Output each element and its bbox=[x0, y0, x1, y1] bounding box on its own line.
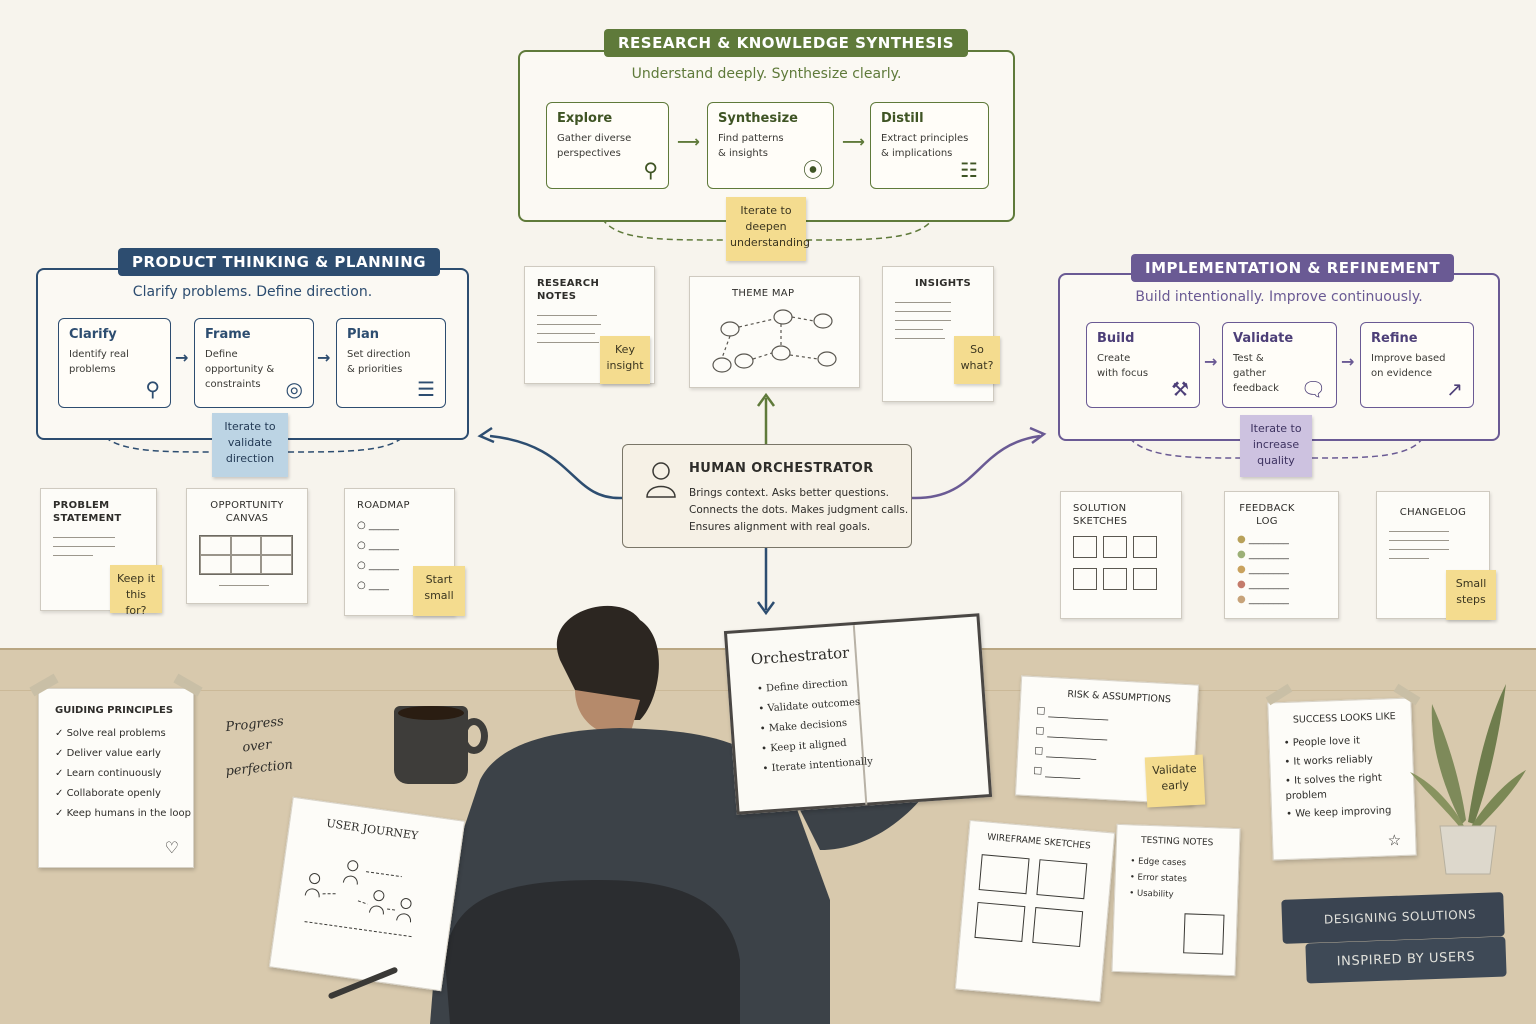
step-clarify: Clarify Identify real problems ⚲ bbox=[58, 318, 171, 408]
step-title: Validate bbox=[1233, 331, 1294, 346]
card-title: OPPORTUNITY CANVAS bbox=[210, 500, 284, 524]
card-title: FEEDBACK LOG bbox=[1239, 503, 1295, 527]
poster-title: GUIDING PRINCIPLES bbox=[55, 705, 174, 716]
card-title: RESEARCH NOTES bbox=[537, 278, 600, 302]
iterate-sticky-implementation: Iterate to increase quality bbox=[1240, 415, 1312, 477]
user-journey-sheet: USER JOURNEY bbox=[268, 796, 466, 992]
step-frame: Frame Define opportunity & constraints ◎ bbox=[194, 318, 314, 408]
step-desc: Test & gather feedback bbox=[1233, 353, 1279, 394]
step-desc: Gather diverse perspectives bbox=[557, 133, 632, 159]
opportunity-canvas-card: OPPORTUNITY CANVAS bbox=[186, 488, 308, 604]
step-desc: Extract principles & implications bbox=[881, 133, 969, 159]
arrow-icon: → bbox=[1341, 352, 1355, 371]
step-desc: Define opportunity & constraints bbox=[205, 349, 275, 390]
venn-icon: ⦿ bbox=[803, 158, 823, 182]
iterate-sticky-product: Iterate to validate direction bbox=[212, 413, 288, 477]
testing-item: Edge cases bbox=[1137, 856, 1187, 869]
step-refine: Refine Improve based on evidence ↗ bbox=[1360, 322, 1474, 408]
theme-map-card: THEME MAP bbox=[689, 276, 860, 388]
card-title: PROBLEM STATEMENT bbox=[53, 500, 122, 524]
changelog-card: CHANGELOG bbox=[1376, 491, 1490, 619]
hub-line: Brings context. Asks better questions. bbox=[689, 487, 890, 499]
step-desc: Create with focus bbox=[1097, 353, 1149, 379]
wireframe-sketches-sheet: WIREFRAME SKETCHES bbox=[954, 819, 1116, 1003]
start-small-sticky: Start small bbox=[413, 566, 465, 616]
step-title: Frame bbox=[205, 327, 251, 342]
card-title: SOLUTION SKETCHES bbox=[1073, 503, 1128, 527]
card-title: CHANGELOG bbox=[1399, 507, 1467, 518]
card-title: THEME MAP bbox=[732, 288, 795, 299]
checklist-icon: ☰ bbox=[417, 377, 435, 401]
target-icon: ◎ bbox=[285, 377, 303, 401]
coffee bbox=[398, 706, 464, 720]
step-distill: Distill Extract principles & implication… bbox=[870, 102, 989, 189]
testing-notes-sheet: TESTING NOTES • Edge cases • Error state… bbox=[1111, 823, 1241, 977]
implementation-title: IMPLEMENTATION & REFINEMENT bbox=[1131, 254, 1455, 282]
research-title: RESEARCH & KNOWLEDGE SYNTHESIS bbox=[604, 29, 969, 57]
sheet-title: TESTING NOTES bbox=[1140, 835, 1214, 849]
heart-icon: ♡ bbox=[164, 838, 179, 857]
testing-item: Usability bbox=[1136, 888, 1174, 900]
hub-line: Ensures alignment with real goals. bbox=[689, 521, 871, 533]
iterate-sticky-research: Iterate to deepen understanding bbox=[726, 197, 810, 261]
step-title: Clarify bbox=[69, 327, 117, 342]
step-build: Build Create with focus ⚒ bbox=[1086, 322, 1200, 408]
arrow-icon: → bbox=[1204, 352, 1218, 371]
principle-item: Keep humans in the loop bbox=[66, 808, 191, 819]
arrow-icon: ⟶ bbox=[842, 132, 865, 151]
sheet-title: WIREFRAME SKETCHES bbox=[986, 832, 1092, 852]
feedback-log-card: FEEDBACK LOG ● ________ ● ________ ● ___… bbox=[1224, 491, 1339, 619]
step-plan: Plan Set direction & priorities ☰ bbox=[336, 318, 446, 408]
step-desc: Identify real problems bbox=[69, 349, 129, 375]
arrow-icon: → bbox=[317, 348, 331, 367]
step-title: Build bbox=[1097, 331, 1135, 346]
trend-icon: ↗ bbox=[1446, 377, 1463, 401]
solution-sketches-card: SOLUTION SKETCHES bbox=[1060, 491, 1182, 619]
step-desc: Set direction & priorities bbox=[347, 349, 411, 375]
person-icon bbox=[646, 462, 676, 498]
step-explore: Explore Gather diverse perspectives ⚲ bbox=[546, 102, 669, 189]
journey-sketch bbox=[304, 860, 414, 938]
key-insight-sticky: Key insight bbox=[600, 336, 650, 384]
arrow-icon: ⟶ bbox=[677, 132, 700, 151]
step-title: Synthesize bbox=[718, 111, 798, 126]
card-title: INSIGHTS bbox=[915, 278, 972, 289]
hammer-icon: ⚒ bbox=[1171, 377, 1189, 401]
testing-item: Error states bbox=[1137, 872, 1188, 885]
so-what-sticky: So what? bbox=[954, 336, 1000, 384]
guiding-principles-poster: GUIDING PRINCIPLES ✓ Solve real problems… bbox=[38, 688, 194, 868]
arrow-icon: → bbox=[175, 348, 189, 367]
chat-icon: 🗨 bbox=[1300, 377, 1326, 401]
step-validate: Validate Test & gather feedback 🗨 bbox=[1222, 322, 1337, 408]
step-desc: Find patterns & insights bbox=[718, 133, 784, 159]
step-title: Plan bbox=[347, 327, 380, 342]
theme-map-graph bbox=[712, 309, 837, 373]
principle-item: Collaborate openly bbox=[66, 788, 161, 799]
principle-item: Deliver value early bbox=[66, 748, 161, 759]
principle-item: Solve real problems bbox=[66, 728, 166, 739]
card-title: ROADMAP bbox=[357, 500, 410, 511]
hub-line: Connects the dots. Makes judgment calls. bbox=[689, 504, 909, 516]
magnifier-icon: ⚲ bbox=[643, 158, 658, 182]
human-orchestrator-hub: HUMAN ORCHESTRATOR Brings context. Asks … bbox=[622, 444, 912, 548]
product-title: PRODUCT THINKING & PLANNING bbox=[118, 248, 441, 276]
document-icon: ☷ bbox=[960, 158, 978, 182]
step-synthesize: Synthesize Find patterns & insights ⦿ bbox=[707, 102, 834, 189]
step-title: Explore bbox=[557, 111, 613, 126]
person-icon: ⚲ bbox=[145, 377, 160, 401]
product-subtitle: Clarify problems. Define direction. bbox=[132, 284, 373, 300]
principle-item: Learn continuously bbox=[66, 768, 162, 779]
hub-title: HUMAN ORCHESTRATOR bbox=[689, 461, 874, 476]
keep-it-sticky: Keep it this for? bbox=[110, 565, 162, 617]
mug-handle bbox=[460, 718, 488, 754]
research-subtitle: Understand deeply. Synthesize clearly. bbox=[631, 66, 902, 82]
step-title: Refine bbox=[1371, 331, 1418, 346]
implementation-subtitle: Build intentionally. Improve continuousl… bbox=[1135, 289, 1423, 305]
step-desc: Improve based on evidence bbox=[1371, 353, 1446, 379]
small-steps-sticky: Small steps bbox=[1446, 570, 1496, 620]
step-title: Distill bbox=[881, 111, 924, 126]
